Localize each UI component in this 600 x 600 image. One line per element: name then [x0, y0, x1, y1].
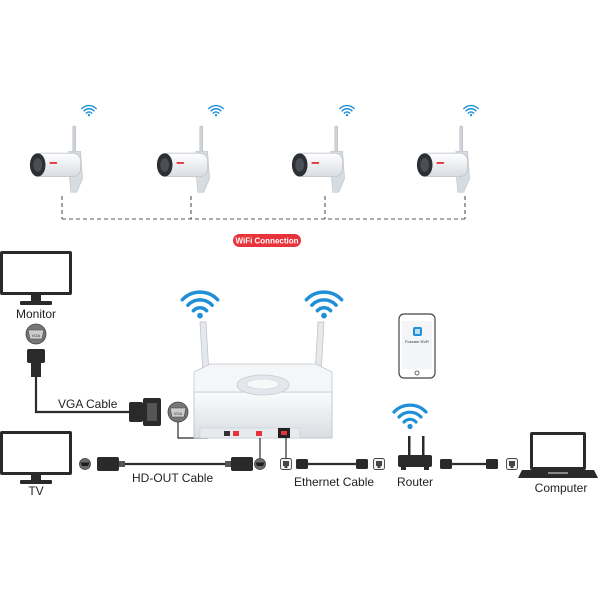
ethernet-cable-label: Ethernet Cable: [294, 475, 374, 489]
ethernet-port-icon: [280, 458, 292, 470]
phone-app-label: Foscam NVR: [405, 339, 429, 344]
camera-3: [291, 104, 355, 193]
router-icon: [392, 403, 432, 470]
hdmi-port-icon: [78, 458, 92, 470]
camera-1: [29, 104, 97, 193]
router-label: Router: [397, 475, 433, 489]
hdout-cable-label: HD-OUT Cable: [132, 471, 213, 485]
wifi-icon: [81, 104, 97, 117]
camera-4: [416, 104, 479, 193]
phone-icon: Foscam NVR: [398, 313, 436, 379]
computer-label: Computer: [535, 481, 588, 495]
computer-icon: [518, 432, 598, 478]
hdmi-port-icon: [253, 458, 267, 470]
vga-port-nvr: VGA: [167, 401, 189, 423]
tv-label: TV: [28, 484, 43, 498]
tv-icon: [0, 431, 72, 484]
camera-icon: [416, 125, 471, 193]
camera-icon: [291, 125, 346, 193]
hdout-cable: [78, 438, 267, 471]
vga-cable: [27, 349, 161, 426]
vga-cable-label: VGA Cable: [58, 397, 118, 411]
ethernet-cable-computer: [440, 458, 518, 470]
ethernet-cable: [280, 438, 385, 470]
camera-icon: [29, 125, 84, 193]
wifi-connection-badge: WiFi Connection: [233, 234, 301, 247]
monitor-label: Monitor: [16, 307, 56, 321]
svg-text:VGA: VGA: [32, 333, 41, 338]
wifi-icon: [339, 104, 355, 117]
camera-2: [156, 104, 224, 193]
wifi-icon: [208, 104, 224, 117]
wifi-icon: [463, 104, 479, 117]
svg-text:VGA: VGA: [174, 411, 183, 416]
vga-port-monitor: VGA: [25, 323, 47, 345]
wifi-connection-label: WiFi Connection: [235, 237, 298, 246]
wifi-link-lines: [61, 196, 466, 220]
ethernet-port-icon: [373, 458, 385, 470]
ethernet-port-icon: [506, 458, 518, 470]
nvr-device: [180, 290, 344, 439]
wifi-icon: [392, 403, 428, 430]
camera-icon: [156, 125, 211, 193]
wifi-icon: [304, 290, 344, 320]
wifi-icon: [180, 290, 220, 320]
monitor-icon: [0, 251, 72, 305]
